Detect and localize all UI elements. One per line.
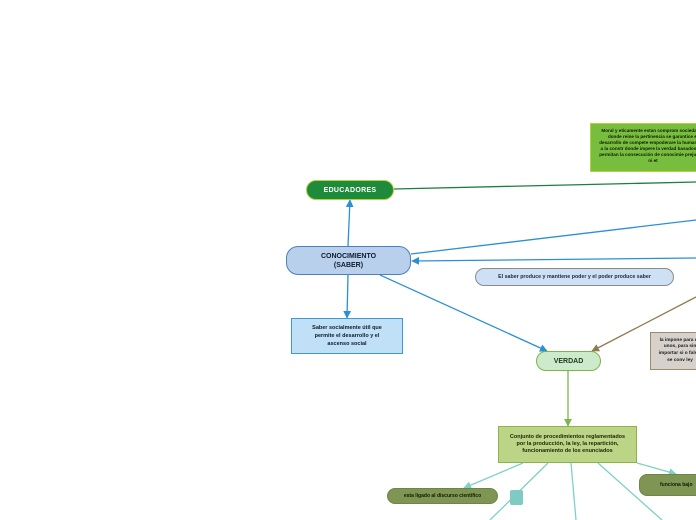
edge-conocimiento-saber-util: [343, 274, 352, 319]
edge-conjunto-down-right: [597, 462, 663, 520]
discurso-node[interactable]: esta ligado al discurso cientifico: [387, 488, 498, 504]
educadores-node[interactable]: EDUCADORES: [306, 180, 394, 200]
edge-right-verdad: [591, 296, 696, 352]
moral-node[interactable]: Moral y eticamente estan comprom socieda…: [590, 123, 696, 172]
edge-right-conocimiento: [411, 257, 696, 265]
edge-conjunto-funciona: [636, 462, 677, 476]
impone-node[interactable]: la impone para de unos, para sin importa…: [650, 332, 696, 370]
edge-conocimiento-verdad: [379, 274, 548, 352]
saber-util-label: Saber socialmente útil que permite el de…: [312, 325, 382, 347]
discurso-label: esta ligado al discurso cientifico: [403, 493, 482, 499]
teal-marker[interactable]: [510, 490, 523, 505]
funciona-label: funciona bajo: [660, 482, 693, 488]
conocimiento-label: CONOCIMIENTO (SABER): [320, 252, 377, 269]
edge-conocimiento-educadores: [345, 199, 354, 247]
edge-educadores-moral: [393, 181, 696, 190]
edge-conjunto-down-mid: [570, 462, 577, 520]
saber-util-node[interactable]: Saber socialmente útil que permite el de…: [291, 318, 403, 354]
verdad-node[interactable]: VERDAD: [536, 351, 601, 371]
edge-conocimiento-right: [410, 219, 696, 255]
conocimiento-node[interactable]: CONOCIMIENTO (SABER): [286, 246, 411, 275]
saber-poder-label: El saber produce y mantiene poder y el p…: [498, 274, 651, 280]
conjunto-node[interactable]: Conjunto de procedimientos reglamentados…: [498, 426, 637, 463]
moral-node-text: Moral y eticamente estan comprom socieda…: [599, 128, 696, 163]
funciona-node[interactable]: funciona bajo: [639, 474, 696, 496]
impone-label: la impone para de unos, para sin importa…: [658, 337, 696, 363]
edge-conjunto-discurso: [463, 462, 524, 489]
conjunto-label: Conjunto de procedimientos reglamentados…: [509, 434, 626, 454]
verdad-label: VERDAD: [553, 357, 584, 365]
saber-poder-node[interactable]: El saber produce y mantiene poder y el p…: [475, 268, 674, 286]
educadores-label: EDUCADORES: [323, 186, 377, 194]
